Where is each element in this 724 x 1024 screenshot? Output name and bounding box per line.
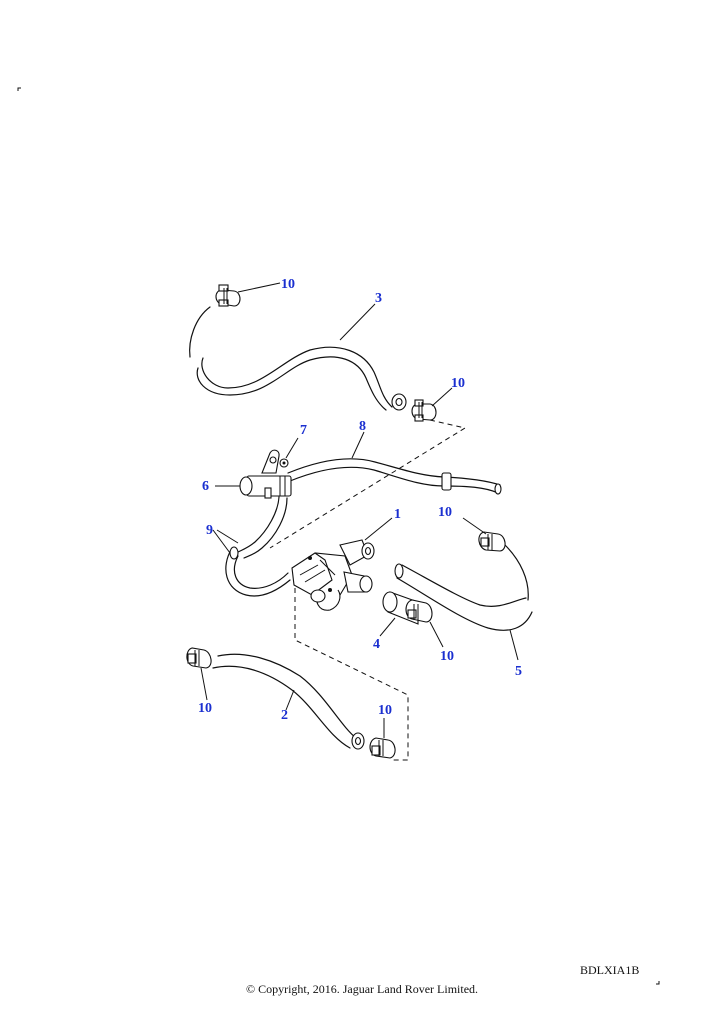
callout-2: 2 <box>281 708 288 723</box>
hose-3 <box>189 306 407 411</box>
hose-clamp <box>186 647 212 669</box>
hose-clamp <box>478 531 506 552</box>
callout-7: 7 <box>300 423 307 438</box>
corner-mark <box>17 87 21 91</box>
hose-8 <box>287 458 502 495</box>
callout-10: 10 <box>378 703 392 718</box>
hose-5 <box>394 544 533 631</box>
callout-6: 6 <box>202 479 209 494</box>
corner-mark <box>656 981 660 985</box>
hose-9 <box>225 496 291 597</box>
copyright-notice: © Copyright, 2016. Jaguar Land Rover Lim… <box>245 982 479 996</box>
callout-10: 10 <box>451 376 465 391</box>
callout-1: 1 <box>394 507 401 522</box>
callout-10: 10 <box>438 505 452 520</box>
solenoid-valve-6 <box>239 449 292 499</box>
callout-9: 9 <box>206 523 213 538</box>
callout-8: 8 <box>359 419 366 434</box>
hose-clamp <box>215 284 241 307</box>
hose-clamp <box>405 599 433 623</box>
hose-2 <box>212 653 365 750</box>
hose-clamp <box>369 737 396 759</box>
callout-5: 5 <box>515 664 522 679</box>
callout-10: 10 <box>440 649 454 664</box>
callout-10: 10 <box>198 701 212 716</box>
callout-10: 10 <box>281 277 295 292</box>
diagram-reference-code: BDLXIA1B <box>580 963 640 977</box>
hose-clamp <box>411 399 437 422</box>
callout-3: 3 <box>375 291 382 306</box>
callout-4: 4 <box>373 637 380 652</box>
thermostat-housing-1 <box>291 539 375 611</box>
